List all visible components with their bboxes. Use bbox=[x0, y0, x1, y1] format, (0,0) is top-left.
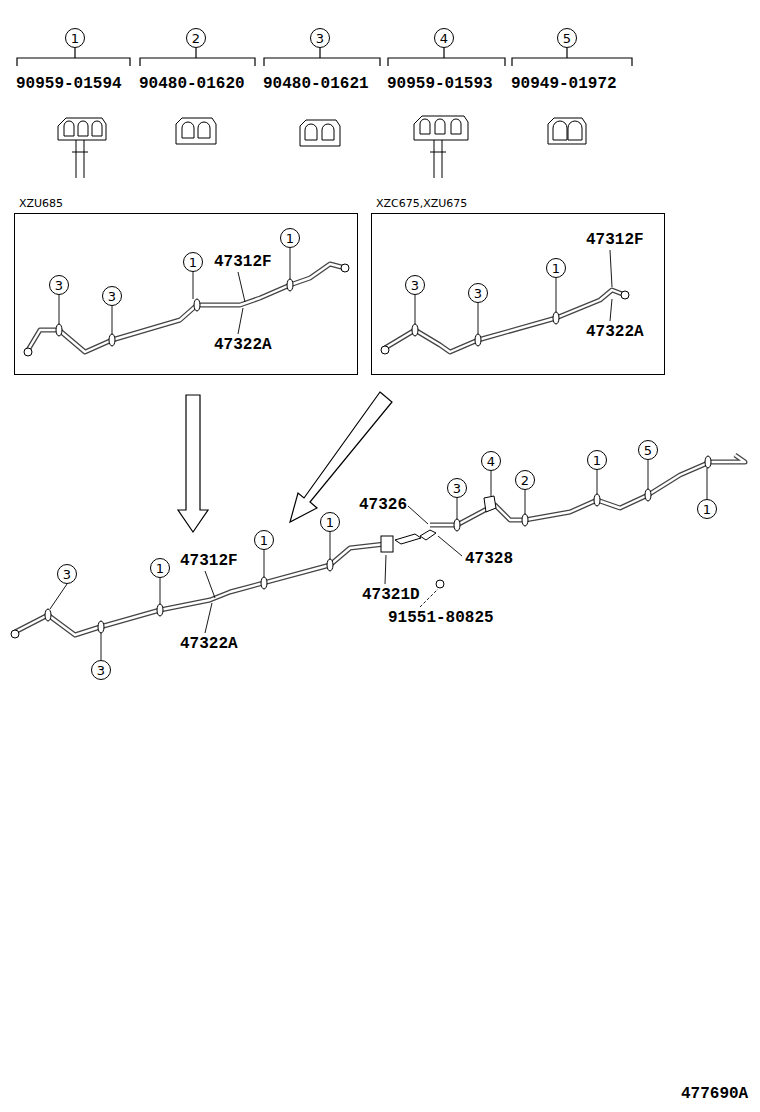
part-number: 47312F bbox=[585, 232, 645, 248]
part-number: 47322A bbox=[213, 337, 273, 353]
callout-number: 5 bbox=[557, 28, 577, 48]
callout-text: 1 bbox=[703, 503, 711, 516]
callout-number: 3 bbox=[49, 275, 69, 295]
part-number: 47312F bbox=[179, 553, 239, 569]
callout-number: 1 bbox=[697, 499, 717, 519]
callout-text: 5 bbox=[644, 444, 652, 457]
variant-heading: XZC675,XZU675 bbox=[376, 197, 467, 210]
callout-text: 2 bbox=[521, 474, 529, 487]
variant-box: XZU6853311 bbox=[14, 213, 358, 375]
part-number: 47312F bbox=[213, 254, 273, 270]
callout-number: 1 bbox=[587, 450, 607, 470]
callout-number: 2 bbox=[186, 28, 206, 48]
callout-text: 3 bbox=[453, 482, 461, 495]
callout-text: 3 bbox=[97, 664, 105, 677]
callout-number: 3 bbox=[102, 286, 122, 306]
figure-number: 477690A bbox=[680, 1086, 749, 1102]
part-number: 90959-01593 bbox=[386, 76, 494, 92]
callout-number: 1 bbox=[546, 258, 566, 278]
part-number: 91551-80825 bbox=[387, 610, 495, 626]
callout-number: 1 bbox=[280, 228, 300, 248]
callout-text: 3 bbox=[108, 290, 116, 303]
part-number: 90959-01594 bbox=[15, 76, 123, 92]
part-number: 47322A bbox=[179, 636, 239, 652]
callout-number: 1 bbox=[183, 252, 203, 272]
callout-text: 3 bbox=[55, 279, 63, 292]
callout-text: 1 bbox=[593, 454, 601, 467]
callout-text: 3 bbox=[474, 287, 482, 300]
callout-text: 3 bbox=[63, 568, 71, 581]
part-number: 47326 bbox=[358, 497, 408, 513]
callout-number: 4 bbox=[481, 451, 501, 471]
callout-number: 4 bbox=[434, 28, 454, 48]
callout-text: 1 bbox=[156, 562, 164, 575]
callout-number: 3 bbox=[310, 28, 330, 48]
callout-text: 1 bbox=[286, 232, 294, 245]
callout-number: 3 bbox=[57, 564, 77, 584]
callout-text: 4 bbox=[487, 455, 495, 468]
callout-text: 1 bbox=[71, 32, 79, 45]
callout-text: 3 bbox=[411, 279, 419, 292]
callout-number: 1 bbox=[254, 530, 274, 550]
callout-text: 4 bbox=[440, 32, 448, 45]
part-number: 90480-01621 bbox=[262, 76, 370, 92]
callout-number: 1 bbox=[65, 28, 85, 48]
variant-heading: XZU685 bbox=[19, 197, 63, 210]
part-number: 47322A bbox=[585, 324, 645, 340]
callout-text: 1 bbox=[552, 262, 560, 275]
callout-text: 3 bbox=[316, 32, 324, 45]
callout-number: 1 bbox=[320, 512, 340, 532]
callout-text: 2 bbox=[192, 32, 200, 45]
callout-number: 3 bbox=[468, 283, 488, 303]
callout-text: 5 bbox=[563, 32, 571, 45]
part-number: 47328 bbox=[464, 551, 514, 567]
callout-number: 3 bbox=[447, 478, 467, 498]
callout-number: 3 bbox=[405, 275, 425, 295]
callout-number: 1 bbox=[150, 558, 170, 578]
part-number: 90949-01972 bbox=[510, 76, 618, 92]
callout-text: 1 bbox=[260, 534, 268, 547]
callout-number: 5 bbox=[638, 440, 658, 460]
callout-number: 2 bbox=[515, 470, 535, 490]
part-number: 90480-01620 bbox=[138, 76, 246, 92]
callout-text: 1 bbox=[326, 516, 334, 529]
callout-text: 1 bbox=[189, 256, 197, 269]
callout-number: 3 bbox=[91, 660, 111, 680]
part-number: 47321D bbox=[361, 587, 421, 603]
